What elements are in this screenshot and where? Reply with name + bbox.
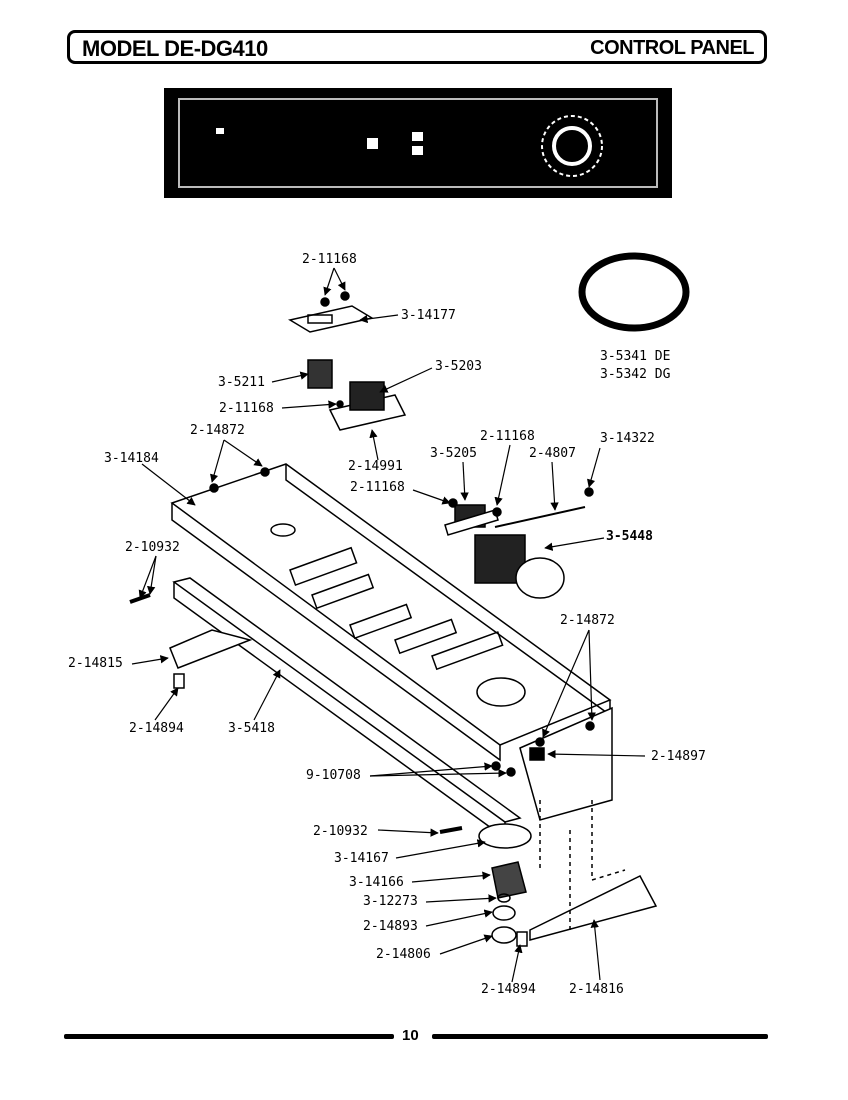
part-label: 9-10708 xyxy=(306,768,361,783)
screw xyxy=(320,297,330,307)
console-top-panel xyxy=(170,463,612,746)
screw xyxy=(209,483,219,493)
right-bracket xyxy=(529,875,658,941)
control-panel-photo xyxy=(164,88,672,198)
screw xyxy=(535,737,545,747)
spring xyxy=(497,893,511,903)
knob-hole xyxy=(476,677,526,707)
screw xyxy=(448,498,458,508)
switch-body xyxy=(349,381,385,411)
top-plate-window xyxy=(307,314,333,324)
knob-skirt xyxy=(478,823,532,849)
screw-pair xyxy=(129,593,151,604)
panel-frame xyxy=(178,98,658,188)
page-number: 10 xyxy=(402,1027,419,1044)
guide-line xyxy=(591,800,626,882)
part-label: 3-14184 xyxy=(104,451,159,466)
panel-cutout xyxy=(311,573,375,610)
part-label: 3-5342 DG xyxy=(600,367,671,382)
section-title: CONTROL PANEL xyxy=(590,37,754,59)
part-label: 3-5205 xyxy=(430,446,477,461)
panel-cutout xyxy=(431,631,504,671)
timer-drum xyxy=(515,557,565,599)
part-label: 3-5418 xyxy=(228,721,275,736)
screw xyxy=(492,507,502,517)
part-label: 2-14893 xyxy=(363,919,418,934)
timer-dial-ring xyxy=(541,115,603,177)
switch-block xyxy=(307,359,333,389)
screw xyxy=(336,400,344,408)
part-label: 2-11168 xyxy=(219,401,274,416)
footer-rule-left xyxy=(64,1034,394,1039)
panel-cutout xyxy=(349,603,413,640)
part-label: 2-14815 xyxy=(68,656,123,671)
timer-knob-center xyxy=(560,134,584,158)
part-label: 2-10932 xyxy=(313,824,368,839)
left-clip xyxy=(173,673,185,689)
indicator-light xyxy=(216,128,224,134)
part-label: 2-10932 xyxy=(125,540,180,555)
wire-harness xyxy=(578,252,690,332)
part-label: 3-5211 xyxy=(218,375,265,390)
round-hole xyxy=(270,523,296,537)
washer xyxy=(492,905,516,921)
screw-pair xyxy=(439,826,463,834)
screw xyxy=(340,291,350,301)
part-label: 3-14167 xyxy=(334,851,389,866)
part-label: 2-11168 xyxy=(480,429,535,444)
part-label: 3-14322 xyxy=(600,431,655,446)
console-front-edge xyxy=(171,503,501,762)
part-label: 3-14166 xyxy=(349,875,404,890)
rod xyxy=(494,506,586,528)
push-button-upper xyxy=(412,132,423,141)
part-label: 3-5203 xyxy=(435,359,482,374)
title-bar: MODEL DE-DG410 CONTROL PANEL xyxy=(67,30,767,64)
part-label: 2-14872 xyxy=(190,423,245,438)
part-label: 2-14872 xyxy=(560,613,615,628)
timer-knob-part xyxy=(491,861,527,899)
part-label: 2-14894 xyxy=(129,721,184,736)
screw xyxy=(585,721,595,731)
part-label: 2-14991 xyxy=(348,459,403,474)
model-title: MODEL DE-DG410 xyxy=(82,36,268,61)
part-label: 2-11168 xyxy=(350,480,405,495)
part-label: 3-5341 DE xyxy=(600,349,671,364)
relay-base xyxy=(444,509,499,536)
part-label: 2-14816 xyxy=(569,982,624,997)
base-pan xyxy=(519,706,613,821)
cap xyxy=(491,926,517,944)
right-clip xyxy=(516,931,528,947)
screw xyxy=(491,761,501,771)
left-bracket xyxy=(169,629,253,669)
part-label: 2-14894 xyxy=(481,982,536,997)
part-label: 2-14897 xyxy=(651,749,706,764)
part-label: 3-5448 xyxy=(606,529,653,544)
screw xyxy=(260,467,270,477)
panel-controls xyxy=(216,115,603,177)
screw xyxy=(584,487,594,497)
terminal-block xyxy=(529,747,545,761)
footer-rule-right xyxy=(432,1034,768,1039)
part-label: 3-14177 xyxy=(401,308,456,323)
push-button-lower xyxy=(412,146,423,155)
part-label: 2-11168 xyxy=(302,252,357,267)
panel-cutout xyxy=(394,618,458,655)
part-label: 2-14806 xyxy=(376,947,431,962)
panel-cutout xyxy=(289,546,358,586)
timer-knob xyxy=(552,126,592,166)
front-rail xyxy=(172,577,522,823)
console-rear-edge xyxy=(285,464,611,717)
part-label: 2-4807 xyxy=(529,446,576,461)
part-label: 3-12273 xyxy=(363,894,418,909)
push-button-left xyxy=(367,138,378,149)
top-plate xyxy=(288,305,374,333)
screw xyxy=(506,767,516,777)
